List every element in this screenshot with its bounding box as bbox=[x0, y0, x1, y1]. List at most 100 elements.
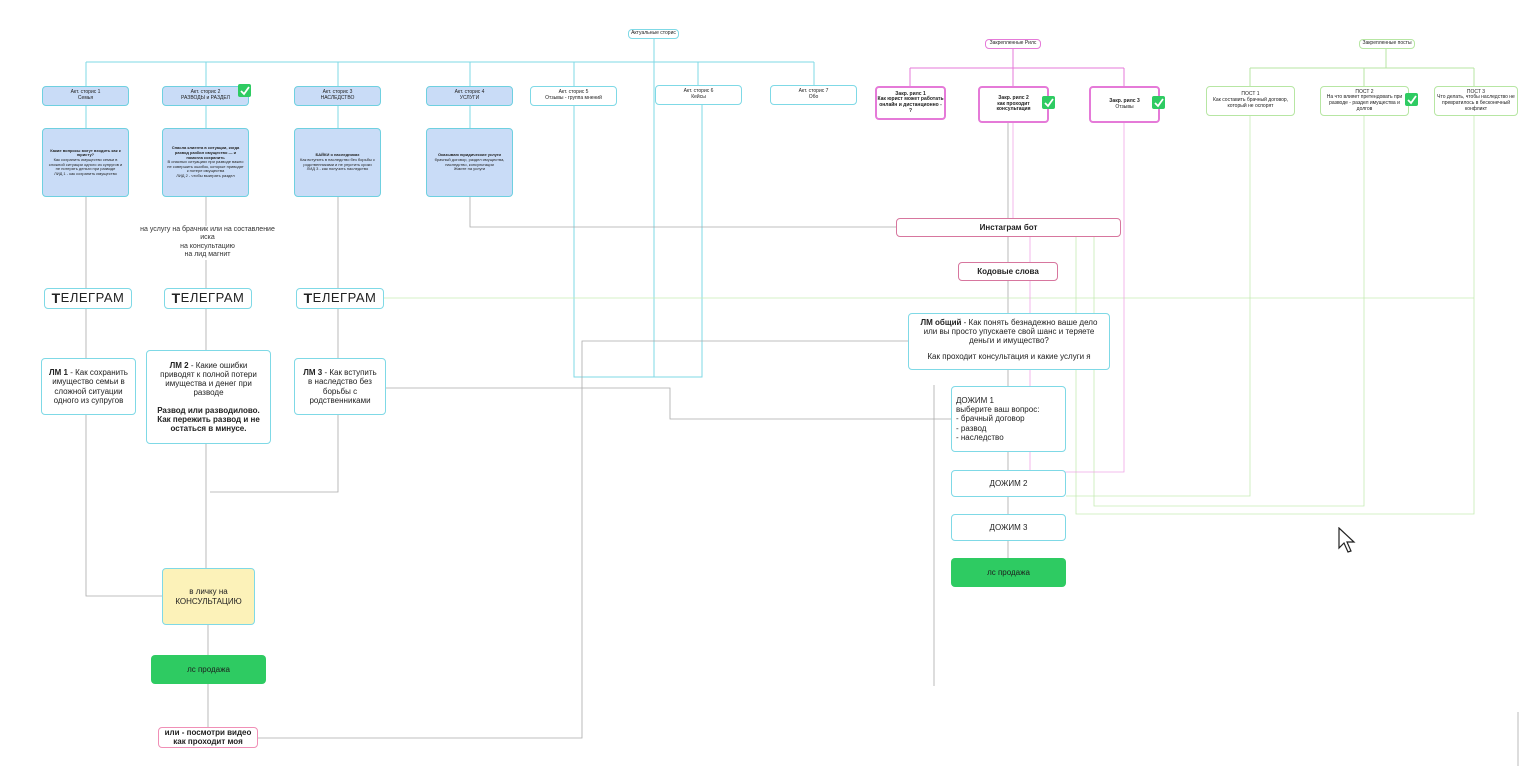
story-title: Акт. сторис 6 bbox=[683, 88, 714, 95]
post-card-2[interactable]: ПОСТ 2 На что влияет претендовать при ра… bbox=[1320, 86, 1409, 116]
note-line: на услугу на брачник или на составление bbox=[140, 226, 275, 233]
post-card-1[interactable]: ПОСТ 1 Как составить брачный договор, ко… bbox=[1206, 86, 1295, 116]
sale-box-right[interactable]: лс продажа bbox=[951, 558, 1066, 587]
story-card-6[interactable]: Акт. сторис 6 Кейсы bbox=[655, 85, 742, 105]
story-title: Акт. сторис 1 bbox=[70, 89, 101, 96]
post-text: Как составить брачный договор, который н… bbox=[1212, 97, 1289, 109]
consult-line: в личку на bbox=[189, 587, 228, 597]
check-icon bbox=[238, 84, 251, 97]
sale-label: лс продажа bbox=[987, 567, 1030, 577]
lead-magnet-bold: Развод или разводилово. Как пережить раз… bbox=[157, 405, 260, 433]
telegram-first-letter: Т bbox=[303, 290, 313, 307]
story-body-3[interactable]: БАЙКИ о наследниках Как вступить в насле… bbox=[294, 128, 381, 197]
reel-title: Закр. рилс 3 bbox=[1109, 97, 1140, 104]
telegram-label: ЕЛЕГРАМ bbox=[60, 290, 125, 306]
pinned-posts-header[interactable]: Закрепленные посты bbox=[1359, 39, 1415, 49]
lead-magnet-2[interactable]: ЛМ 2 - Какие ошибки приводят к полной по… bbox=[146, 350, 271, 444]
story-card-3[interactable]: Акт. сторис 3 НАСЛЕДСТВО bbox=[294, 86, 381, 106]
story-body-cta: ЛИД 3 - как получить наследство bbox=[306, 166, 369, 172]
post-title: ПОСТ 1 bbox=[1241, 91, 1260, 98]
dozhim-1-box[interactable]: ДОЖИМ 1 выберите ваш вопрос: - брачный д… bbox=[951, 386, 1066, 452]
lead-magnet-title: ЛМ 2 bbox=[169, 360, 189, 370]
dozhim-1-line: - развод bbox=[956, 423, 987, 433]
consult-line: КОНСУЛЬТАЦИЮ bbox=[175, 596, 242, 606]
note-line: иска bbox=[200, 234, 215, 242]
pinned-reels-header[interactable]: Закрепленные Рилс bbox=[985, 39, 1041, 49]
code-words-box[interactable]: Кодовые слова bbox=[958, 262, 1058, 281]
story-title: Акт. сторис 5 bbox=[558, 89, 589, 96]
lead-magnet-2-text: ЛМ 2 - Какие ошибки приводят к полной по… bbox=[153, 361, 264, 398]
telegram-first-letter: Т bbox=[51, 290, 61, 307]
lead-magnet-1[interactable]: ЛМ 1 - Как сохранить имущество семьи в с… bbox=[41, 358, 136, 415]
code-words-label: Кодовые слова bbox=[977, 266, 1039, 276]
reel-card-3[interactable]: Закр. рилс 3 Отзывы bbox=[1089, 86, 1160, 123]
story-body-cta: ЛИД 2 - чтобы выиграть раздел bbox=[176, 172, 235, 178]
story-card-4[interactable]: Акт. сторис 4 УСЛУГИ bbox=[426, 86, 513, 106]
lm-general-title: ЛМ общий bbox=[920, 318, 962, 327]
story-body-text: Как сохранить имущество семьи в сложной … bbox=[48, 156, 123, 172]
instagram-bot-box[interactable]: Инстаграм бот bbox=[896, 218, 1121, 237]
story-card-2[interactable]: Акт. сторис 2 РАЗВОДЫ и РАЗДЕЛ bbox=[162, 86, 249, 106]
reel-text: как проходит консультация bbox=[996, 100, 1031, 113]
lm-general-extra: Как проходит консультация и какие услуги… bbox=[927, 351, 1091, 361]
reel-title: Закр. рилс 2 bbox=[998, 94, 1029, 101]
story-body-cta: Жмите на услуги bbox=[453, 166, 486, 172]
story-card-1[interactable]: Акт. сторис 1 Семья bbox=[42, 86, 129, 106]
story-body-4[interactable]: Оказываю юридические услуги брачный дого… bbox=[426, 128, 513, 197]
lead-magnet-3[interactable]: ЛМ 3 - Как вступить в наследство без бор… bbox=[294, 358, 386, 415]
note-line: на лид магнит bbox=[184, 251, 231, 259]
story-subtitle: Отзывы - группа мнений bbox=[545, 95, 602, 101]
story-body-text: В опасных ситуациях при разводе важно не… bbox=[167, 159, 244, 174]
story-body-lead: Спасла клиента в ситуации, когда развод … bbox=[171, 145, 240, 160]
actual-stories-header[interactable]: Актуальные сторис bbox=[628, 29, 679, 39]
check-icon bbox=[1152, 96, 1165, 109]
story-card-5[interactable]: Акт. сторис 5 Отзывы - группа мнений bbox=[530, 86, 617, 106]
video-cta-label: или - посмотри видео как проходит моя bbox=[164, 727, 252, 746]
dozhim-2-box[interactable]: ДОЖИМ 2 bbox=[951, 470, 1066, 497]
story-body-1[interactable]: Какие вопросы могут входить как к юристу… bbox=[42, 128, 129, 197]
lm-general-text: ЛМ общий - Как понять безнадежно ваше де… bbox=[915, 318, 1103, 346]
story-body-2[interactable]: Спасла клиента в ситуации, когда развод … bbox=[162, 128, 249, 197]
mouse-cursor-icon bbox=[1338, 526, 1358, 560]
story-body-lead: БАЙКИ о наследниках bbox=[315, 152, 360, 158]
reel-text: Как юрист может работать онлайн и дистан… bbox=[877, 96, 944, 114]
sale-box-left[interactable]: лс продажа bbox=[151, 655, 266, 684]
post-title: ПОСТ 3 bbox=[1466, 88, 1486, 95]
check-icon bbox=[1042, 96, 1055, 109]
reel-card-2[interactable]: Закр. рилс 2 как проходит консультация bbox=[978, 86, 1049, 123]
dozhim-3-label: ДОЖИМ 3 bbox=[989, 522, 1028, 532]
lead-magnet-desc: - Какие ошибки приводят к полной потери … bbox=[160, 360, 257, 398]
actual-stories-header-label: Актуальные сторис bbox=[631, 30, 676, 37]
consultation-box[interactable]: в личку на КОНСУЛЬТАЦИЮ bbox=[162, 568, 255, 625]
lm-general-box[interactable]: ЛМ общий - Как понять безнадежно ваше де… bbox=[908, 313, 1110, 370]
post-card-3[interactable]: ПОСТ 3 Что делать, чтобы наследство не п… bbox=[1434, 86, 1518, 116]
reel-card-1[interactable]: Закр. рилс 1 Как юрист может работать он… bbox=[875, 86, 946, 120]
funnel-note: на услугу на брачник или на составление … bbox=[140, 226, 275, 260]
reel-text: Отзывы bbox=[1115, 103, 1134, 110]
story-subtitle: УСЛУГИ bbox=[459, 95, 480, 101]
telegram-label: ЕЛЕГРАМ bbox=[180, 290, 245, 306]
story-title: Акт. сторис 7 bbox=[798, 88, 829, 95]
lead-magnet-title: ЛМ 1 bbox=[49, 368, 68, 378]
story-card-7[interactable]: Акт. сторис 7 Обо bbox=[770, 85, 857, 105]
story-subtitle: Семья bbox=[77, 95, 94, 101]
story-body-lead: Оказываю юридические услуги bbox=[438, 152, 501, 158]
lead-magnet-3-text: ЛМ 3 - Как вступить в наследство без бор… bbox=[301, 368, 379, 405]
check-icon bbox=[1405, 93, 1418, 106]
lead-magnet-title: ЛМ 3 bbox=[303, 368, 323, 378]
telegram-label: ЕЛЕГРАМ bbox=[312, 290, 377, 306]
lead-magnet-desc: - Как вступить в наследство без борьбы с… bbox=[308, 368, 377, 405]
video-cta-box[interactable]: или - посмотри видео как проходит моя bbox=[158, 727, 258, 748]
story-body-text: Как вступить в наследство без борьбы с р… bbox=[300, 156, 375, 167]
story-body-lead: Какие вопросы могут входить как к юристу… bbox=[50, 147, 121, 158]
story-title: Акт. сторис 4 bbox=[454, 89, 485, 96]
story-subtitle: Обо bbox=[808, 94, 819, 100]
lead-magnet-desc: - Как сохранить имущество семьи в сложно… bbox=[52, 368, 128, 405]
dozhim-2-label: ДОЖИМ 2 bbox=[989, 478, 1028, 488]
story-subtitle: РАЗВОДЫ и РАЗДЕЛ bbox=[181, 95, 230, 101]
dozhim-3-box[interactable]: ДОЖИМ 3 bbox=[951, 514, 1066, 541]
